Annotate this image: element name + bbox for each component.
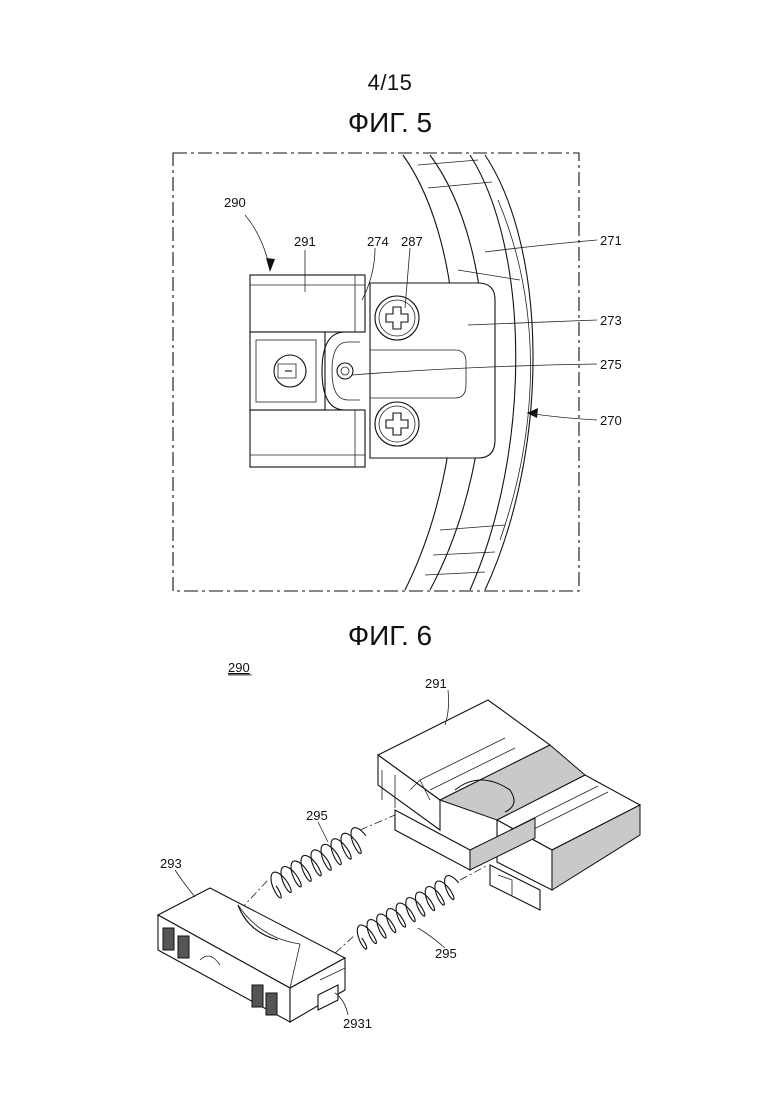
label-270: 270 [600,413,622,428]
label-291-fig6: 291 [425,676,447,691]
label-274: 274 [367,234,389,249]
label-2931: 2931 [343,1016,372,1031]
pin-275 [337,363,353,379]
label-290: 290 [224,195,246,210]
slider-291-iso [378,700,640,910]
label-295-top: 295 [306,808,328,823]
figure-6: 290 [158,660,640,1031]
label-295-bottom: 295 [435,946,457,961]
block-293 [158,888,345,1022]
figure-5: 290 291 274 287 271 273 275 270 [173,153,622,591]
label-291: 291 [294,234,316,249]
label-287: 287 [401,234,423,249]
spring-upper [271,828,366,898]
slider-291 [250,275,365,467]
label-275: 275 [600,357,622,372]
label-271: 271 [600,233,622,248]
label-290-fig6: 290 [228,660,250,675]
label-293: 293 [160,856,182,871]
spring-lower [357,876,458,950]
label-273: 273 [600,313,622,328]
plate-273 [370,283,495,458]
